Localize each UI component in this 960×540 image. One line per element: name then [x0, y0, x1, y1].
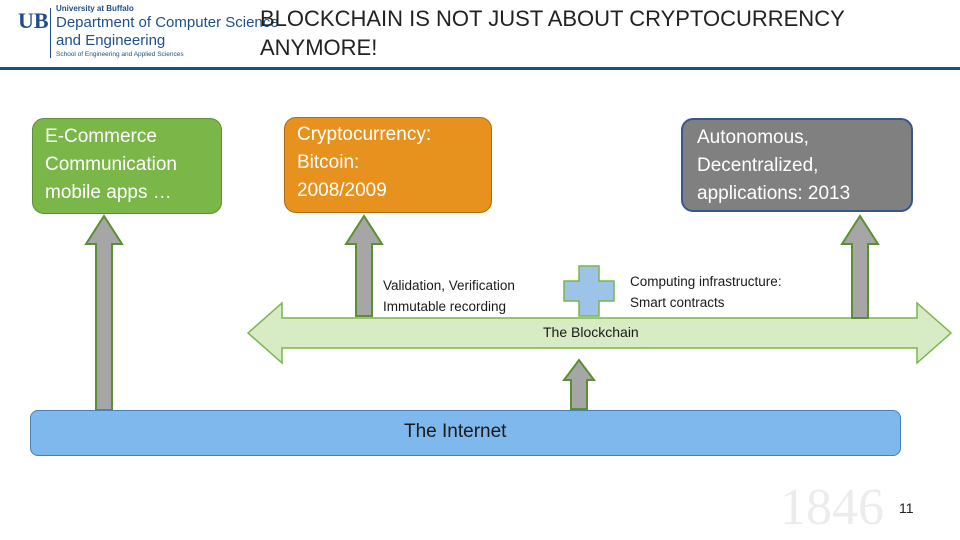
autonomous-line: Autonomous,	[697, 127, 809, 148]
school-name: School of Engineering and Applied Scienc…	[56, 51, 184, 58]
up-arrow-ecommerce	[84, 214, 124, 411]
crypto-line: Cryptocurrency:	[297, 124, 432, 145]
computing-line: Smart contracts	[630, 295, 725, 310]
internet-label: The Internet	[404, 421, 507, 442]
autonomous-line: Decentralized,	[697, 155, 819, 176]
validation-line: Immutable recording	[383, 299, 507, 314]
cryptocurrency-box: Cryptocurrency: Bitcoin: 2008/2009	[284, 117, 492, 213]
ecommerce-line: Communication	[45, 154, 177, 175]
plus-icon	[563, 265, 615, 317]
watermark-year: 1846	[780, 479, 884, 536]
validation-line: Validation, Verification	[383, 278, 515, 293]
up-arrow-blockchain	[562, 358, 596, 410]
autonomous-line: applications: 2013	[697, 183, 851, 204]
header-rule	[0, 67, 960, 70]
blockchain-label: The Blockchain	[543, 324, 639, 340]
ecommerce-box: E-Commerce Communication mobile apps …	[32, 118, 222, 214]
department-name-line1: Department of Computer Science	[56, 14, 279, 31]
crypto-line: Bitcoin:	[297, 152, 360, 173]
ub-logo-mark: UB	[18, 8, 49, 33]
autonomous-apps-box: Autonomous, Decentralized, applications:…	[681, 118, 913, 212]
slide-title: BLOCKCHAIN IS NOT JUST ABOUT CRYPTOCURRE…	[260, 6, 845, 60]
university-name: University at Buffalo	[56, 4, 134, 13]
department-name-line2: and Engineering	[56, 32, 166, 49]
validation-label: Validation, Verification Immutable recor…	[383, 275, 515, 317]
logo-divider	[50, 8, 51, 58]
computing-line: Computing infrastructure:	[630, 274, 782, 289]
slide-header: UB University at Buffalo Department of C…	[0, 0, 960, 68]
slide-number: 11	[899, 500, 914, 516]
up-arrow-crypto	[344, 214, 384, 317]
internet-bar	[30, 410, 901, 456]
crypto-line: 2008/2009	[297, 180, 387, 201]
ecommerce-line: mobile apps …	[45, 182, 172, 203]
up-arrow-autonomous	[840, 214, 880, 319]
blockchain-double-arrow	[246, 301, 953, 365]
computing-infrastructure-label: Computing infrastructure: Smart contract…	[630, 271, 782, 313]
ecommerce-line: E-Commerce	[45, 126, 157, 147]
